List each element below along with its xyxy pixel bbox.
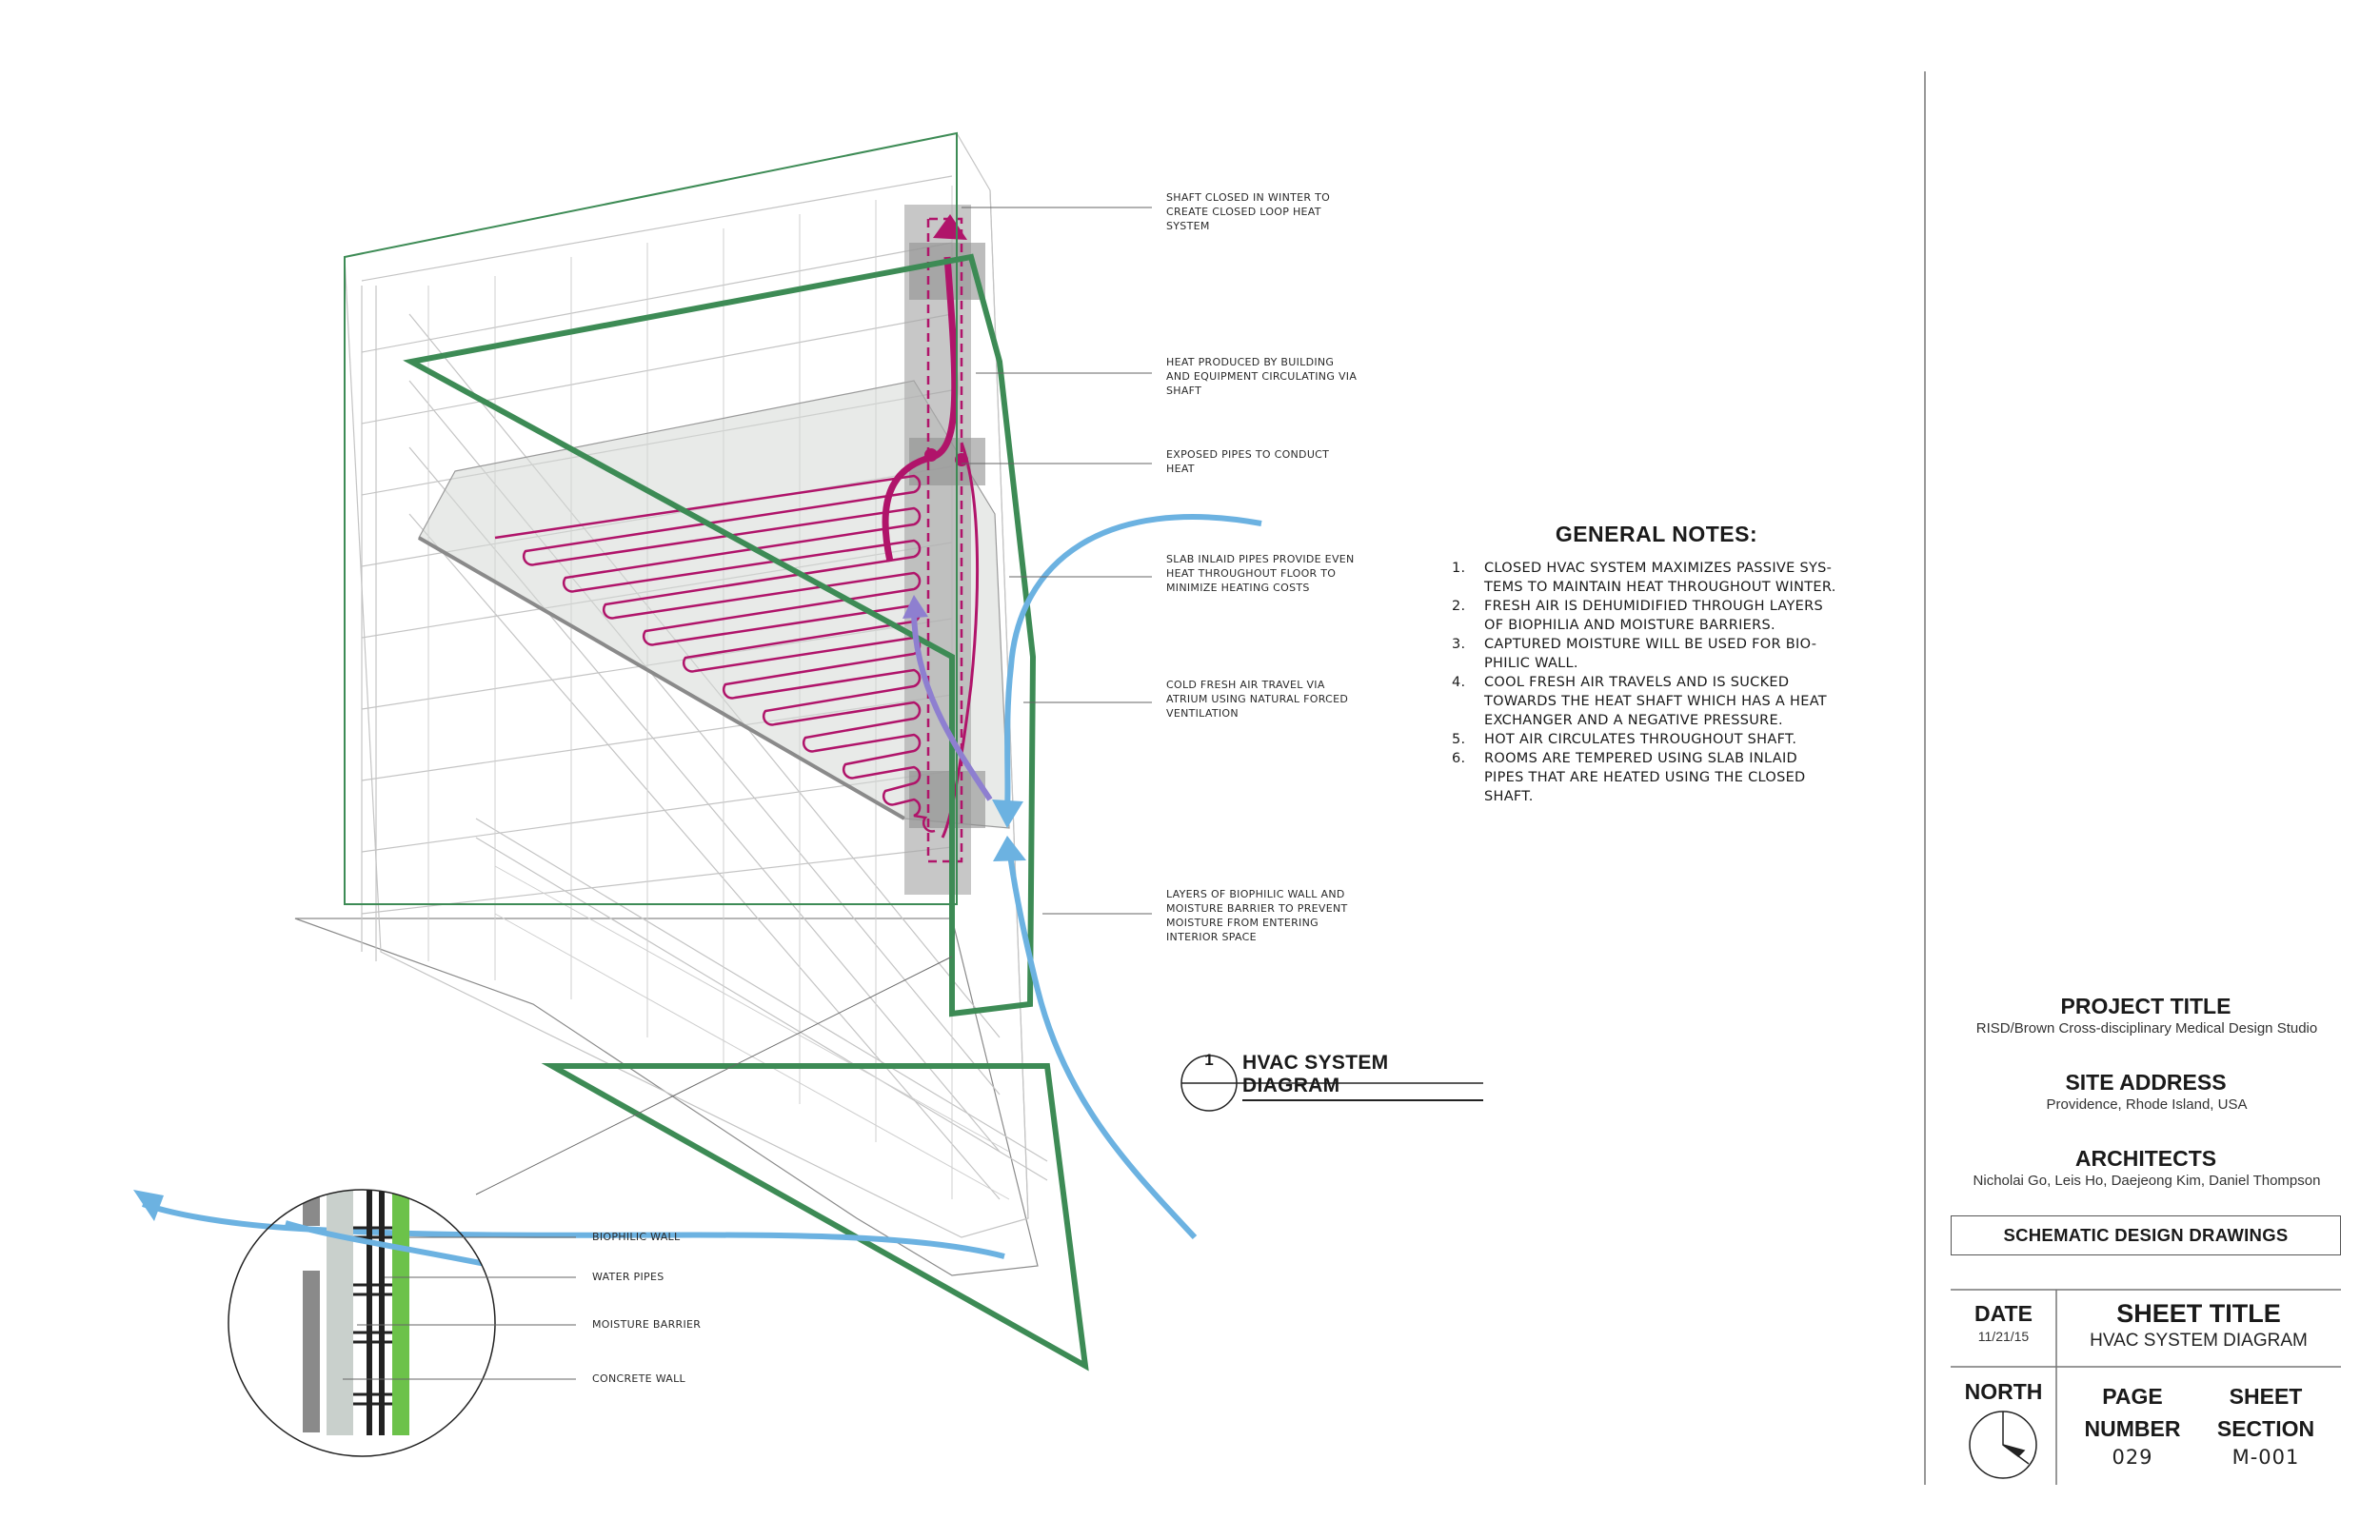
general-note-item: 4. COOL FRESH AIR TRAVELS AND IS SUCKED TO… — [1452, 673, 1861, 730]
callout-slab-pipes: SLAB INLAID PIPES PROVIDE EVEN HEAT THRO… — [1166, 553, 1355, 594]
sheet-section-label-2: SECTION — [2216, 1416, 2315, 1441]
general-note-item: 1. CLOSED HVAC SYSTEM MAXIMIZES PASSIVE S… — [1452, 559, 1861, 597]
slab-inlaid-pipes — [494, 474, 936, 833]
general-note-item: 5. HOT AIR CIRCULATES THROUGHOUT SHAFT. — [1452, 730, 1861, 749]
sheet-section-label-1: SHEET — [2229, 1384, 2303, 1409]
drawing-set-box: SCHEMATIC DESIGN DRAWINGS — [1951, 1215, 2341, 1255]
general-note-number: 4. — [1452, 675, 1466, 690]
cool-air-arrows — [133, 514, 1262, 1259]
general-note-number: 5. — [1452, 732, 1466, 747]
sheet-title: HVAC SYSTEM DIAGRAM — [2090, 1331, 2308, 1351]
date-label: DATE — [1974, 1301, 2033, 1326]
general-note-number: 2. — [1452, 599, 1466, 614]
general-note-line: TOWARDS THE HEAT SHAFT WHICH HAS A HEAT — [1484, 694, 1827, 709]
general-notes: GENERAL NOTES: 1. CLOSED HVAC SYSTEM MAXI… — [1452, 522, 1861, 806]
general-note-number: 3. — [1452, 637, 1466, 652]
site-address: Providence, Rhode Island, USA — [2046, 1096, 2248, 1113]
page-number: 029 — [2112, 1446, 2153, 1469]
general-note-line: HOT AIR CIRCULATES THROUGHOUT SHAFT. — [1484, 732, 1797, 747]
north-arrow-icon — [1969, 1411, 2037, 1479]
general-note-number: 1. — [1452, 561, 1466, 576]
general-note-line: ROOMS ARE TEMPERED USING SLAB INLAID — [1484, 751, 1798, 766]
general-note-line: PHILIC WALL. — [1484, 656, 1578, 671]
callout-shaft-closed: SHAFT CLOSED IN WINTER TO CREATE CLOSED … — [1166, 191, 1331, 232]
detail-label-concrete-wall: CONCRETE WALL — [592, 1372, 685, 1385]
general-note-line: PIPES THAT ARE HEATED USING THE CLOSED — [1484, 770, 1806, 785]
general-note-item: 2. FRESH AIR IS DEHUMIDIFIED THROUGH LAYE… — [1452, 597, 1861, 635]
general-note-line: EXCHANGER AND A NEGATIVE PRESSURE. — [1484, 713, 1783, 728]
general-note-line: FRESH AIR IS DEHUMIDIFIED THROUGH LAYERS — [1484, 599, 1823, 614]
title-block-frame — [1924, 71, 2341, 1485]
page-number-label-1: PAGE — [2102, 1384, 2163, 1409]
callout-cold-air: COLD FRESH AIR TRAVEL VIA ATRIUM USING N… — [1166, 679, 1349, 720]
detail-label-biophilic-wall: BIOPHILIC WALL — [592, 1231, 681, 1243]
general-notes-heading: GENERAL NOTES: — [1555, 522, 1758, 546]
wall-detail-bubble — [228, 1189, 576, 1457]
callout-exposed-pipes: EXPOSED PIPES TO CONDUCT HEAT — [1166, 448, 1330, 475]
general-note-line: TEMS TO MAINTAIN HEAT THROUGHOUT WINTER. — [1484, 580, 1836, 595]
sheet-title-label: SHEET TITLE — [2116, 1299, 2281, 1328]
callout-biophilic-layers: LAYERS OF BIOPHILIC WALL AND MOISTURE BA… — [1166, 888, 1348, 943]
general-notes-list: 1. CLOSED HVAC SYSTEM MAXIMIZES PASSIVE S… — [1452, 559, 1861, 806]
general-note-line: CAPTURED MOISTURE WILL BE USED FOR BIO- — [1484, 637, 1817, 652]
detail-label-water-pipes: WATER PIPES — [592, 1271, 664, 1283]
outer-envelope-thin — [344, 131, 958, 905]
site-address-label: SITE ADDRESS — [2065, 1070, 2227, 1095]
architects: Nicholai Go, Leis Ho, Daejeong Kim, Dani… — [1973, 1173, 2321, 1189]
diagram-number-symbol — [1180, 1055, 1483, 1112]
general-note-number: 6. — [1452, 751, 1466, 766]
general-note-line: SHAFT. — [1484, 789, 1534, 804]
page-number-label-2: NUMBER — [2084, 1416, 2181, 1441]
north-label: NORTH — [1964, 1379, 2043, 1404]
general-note-line: OF BIOPHILIA AND MOISTURE BARRIERS. — [1484, 618, 1775, 633]
architects-label: ARCHITECTS — [2074, 1146, 2217, 1171]
biophilic-envelope-outline — [403, 253, 1089, 1372]
general-note-item: 3. CAPTURED MOISTURE WILL BE USED FOR BIO… — [1452, 635, 1861, 673]
general-note-line: COOL FRESH AIR TRAVELS AND IS SUCKED — [1484, 675, 1790, 690]
date-value: 11/21/15 — [1977, 1329, 2030, 1344]
project-title: RISD/Brown Cross-disciplinary Medical De… — [1975, 1020, 2318, 1037]
general-note-item: 6. ROOMS ARE TEMPERED USING SLAB INLAID PI… — [1452, 749, 1861, 806]
diagram-number: 1 — [1204, 1051, 1214, 1069]
sheet-section: M-001 — [2231, 1446, 2300, 1469]
mixed-air-arrow — [902, 595, 993, 801]
general-note-line: CLOSED HVAC SYSTEM MAXIMIZES PASSIVE SYS… — [1484, 561, 1833, 576]
detail-label-moisture-barrier: MOISTURE BARRIER — [592, 1318, 702, 1331]
project-title-label: PROJECT TITLE — [2060, 994, 2231, 1018]
diagram-title: HVAC SYSTEM DIAGRAM — [1242, 1052, 1483, 1101]
callout-heat-produced: HEAT PRODUCED BY BUILDING AND EQUIPMENT … — [1166, 356, 1358, 397]
callout-leaders — [475, 207, 1152, 1195]
